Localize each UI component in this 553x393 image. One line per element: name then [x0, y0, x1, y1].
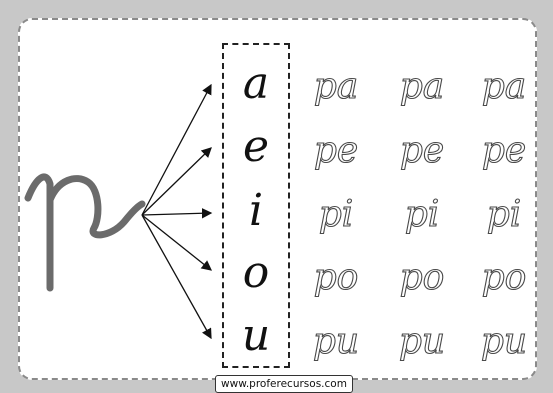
- website-footer[interactable]: www.proferecursos.com: [215, 375, 353, 393]
- worksheet-frame: [18, 18, 537, 380]
- syllable-pa-1: pa: [313, 65, 359, 107]
- syllable-pu-3: pu: [480, 320, 528, 362]
- syllable-pe-1: pe: [313, 129, 359, 171]
- syllable-pe-2: pe: [399, 129, 445, 171]
- syllable-pi-1: pi: [318, 193, 354, 235]
- syllable-pu-2: pu: [398, 320, 446, 362]
- cursive-letter-p: [24, 173, 146, 292]
- syllable-pi-3: pi: [486, 193, 522, 235]
- vowel-u: u: [241, 310, 271, 361]
- syllable-pa-2: pa: [399, 65, 445, 107]
- vowel-i: i: [248, 185, 264, 236]
- syllable-po-1: po: [313, 256, 359, 298]
- syllable-pu-1: pu: [312, 320, 360, 362]
- vowel-box: a e i o u: [222, 43, 290, 368]
- syllable-po-3: po: [481, 256, 527, 298]
- arrow-to-i: [141, 208, 213, 219]
- vowel-e: e: [242, 121, 270, 172]
- arrow-to-o: [141, 214, 213, 271]
- syllable-po-2: po: [399, 256, 445, 298]
- syllable-pi-2: pi: [404, 193, 440, 235]
- syllable-pe-3: pe: [481, 129, 527, 171]
- arrow-to-u: [141, 214, 212, 340]
- syllable-pa-3: pa: [481, 65, 527, 107]
- vowel-a: a: [242, 58, 270, 109]
- arrow-to-e: [141, 147, 212, 216]
- vowel-o: o: [242, 247, 270, 298]
- arrow-to-a: [141, 83, 212, 216]
